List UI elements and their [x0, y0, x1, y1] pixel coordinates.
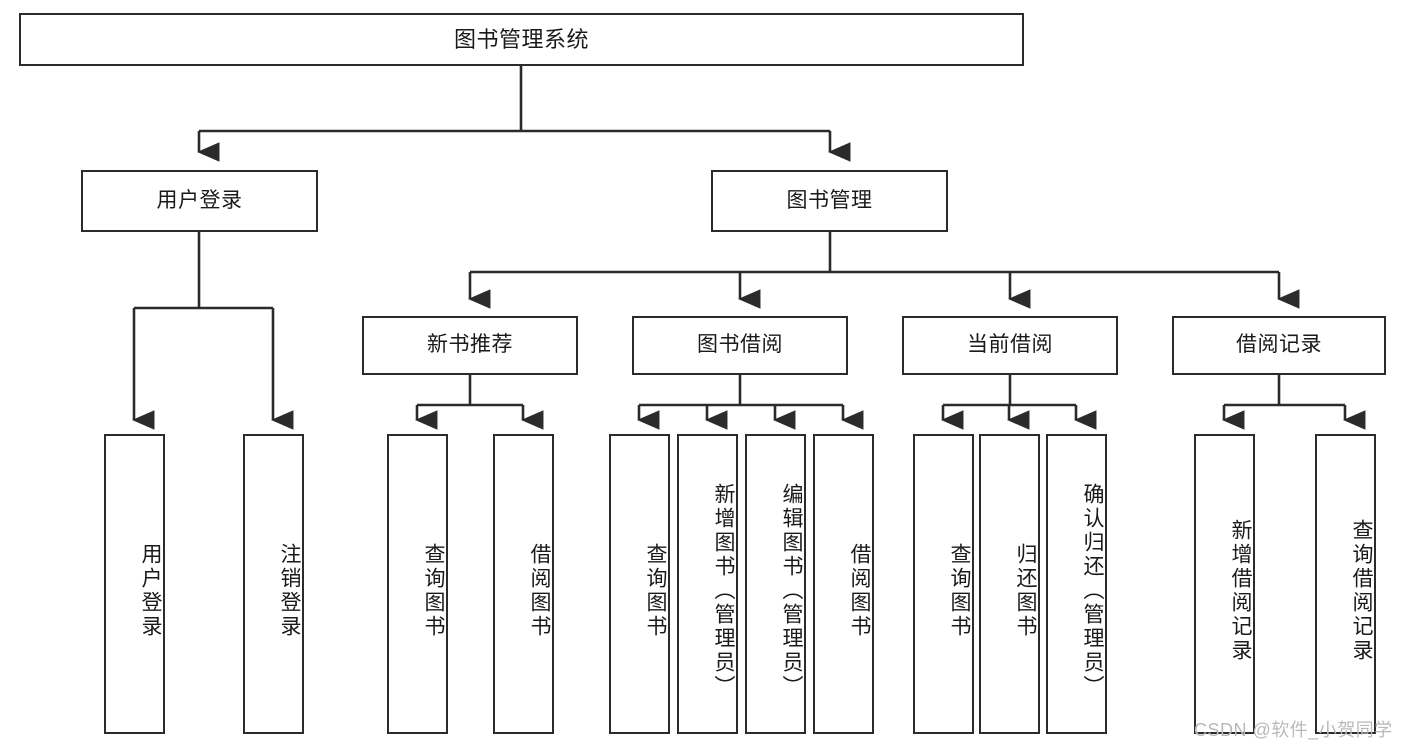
leaf-book-borrow-borrow-label: 借阅图书 — [848, 543, 871, 639]
leaf-new-book-query-label: 查询图书 — [422, 543, 445, 639]
leaf-current-borrow-query[interactable]: 查询图书 — [913, 434, 974, 734]
leaf-current-borrow-confirm[interactable]: 确认归还（管理员） — [1046, 434, 1107, 734]
leaf-book-borrow-edit[interactable]: 编辑图书（管理员） — [745, 434, 806, 734]
leaf-book-borrow-borrow[interactable]: 借阅图书 — [813, 434, 874, 734]
leaf-new-book-borrow[interactable]: 借阅图书 — [493, 434, 554, 734]
leaf-book-borrow-edit-label: 编辑图书（管理员） — [780, 483, 803, 699]
node-current-borrow[interactable]: 当前借阅 — [902, 316, 1118, 375]
leaf-book-borrow-query[interactable]: 查询图书 — [609, 434, 670, 734]
node-book-borrow[interactable]: 图书借阅 — [632, 316, 848, 375]
node-user-login[interactable]: 用户登录 — [81, 170, 318, 232]
node-root-label: 图书管理系统 — [453, 26, 589, 52]
leaf-borrow-record-query-label: 查询借阅记录 — [1350, 519, 1373, 663]
leaf-current-borrow-return-label: 归还图书 — [1014, 543, 1037, 639]
leaf-book-borrow-add-label: 新增图书（管理员） — [712, 483, 735, 699]
csdn-watermark: CSDN @软件_小贺同学 — [1194, 720, 1393, 740]
leaf-user-login-login[interactable]: 用户登录 — [104, 434, 165, 734]
node-borrow-record-label: 借阅记录 — [1236, 333, 1322, 357]
leaf-book-borrow-add[interactable]: 新增图书（管理员） — [677, 434, 738, 734]
leaf-user-login-logout-label: 注销登录 — [278, 543, 301, 639]
node-current-borrow-label: 当前借阅 — [967, 333, 1053, 357]
leaf-book-borrow-query-label: 查询图书 — [644, 543, 667, 639]
leaf-borrow-record-add-label: 新增借阅记录 — [1229, 519, 1252, 663]
leaf-current-borrow-confirm-label: 确认归还（管理员） — [1081, 483, 1104, 699]
leaf-user-login-login-label: 用户登录 — [139, 543, 162, 639]
node-borrow-record[interactable]: 借阅记录 — [1172, 316, 1386, 375]
node-user-login-label: 用户登录 — [156, 188, 243, 212]
leaf-user-login-logout[interactable]: 注销登录 — [243, 434, 304, 734]
leaf-new-book-borrow-label: 借阅图书 — [528, 543, 551, 639]
leaf-borrow-record-query[interactable]: 查询借阅记录 — [1315, 434, 1376, 734]
node-new-book-recommend[interactable]: 新书推荐 — [362, 316, 578, 375]
leaf-current-borrow-query-label: 查询图书 — [948, 543, 971, 639]
node-book-borrow-label: 图书借阅 — [697, 333, 783, 357]
node-book-management[interactable]: 图书管理 — [711, 170, 948, 232]
leaf-new-book-query[interactable]: 查询图书 — [387, 434, 448, 734]
leaf-current-borrow-return[interactable]: 归还图书 — [979, 434, 1040, 734]
node-root[interactable]: 图书管理系统 — [19, 13, 1024, 66]
leaf-borrow-record-add[interactable]: 新增借阅记录 — [1194, 434, 1255, 734]
node-book-management-label: 图书管理 — [786, 188, 873, 212]
node-new-book-recommend-label: 新书推荐 — [427, 333, 513, 357]
